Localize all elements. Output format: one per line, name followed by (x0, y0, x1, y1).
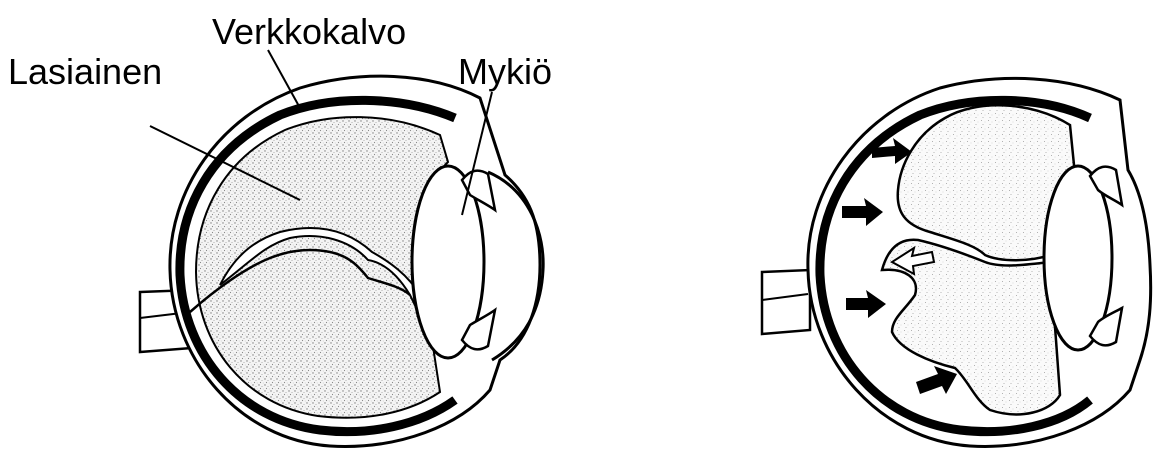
right-eye (762, 78, 1151, 446)
right-optic-nerve (762, 270, 810, 334)
label-lens: Mykiö (458, 54, 552, 90)
label-vitreous: Lasiainen (8, 54, 162, 90)
label-retina: Verkkokalvo (212, 14, 406, 50)
left-eye (140, 50, 543, 446)
